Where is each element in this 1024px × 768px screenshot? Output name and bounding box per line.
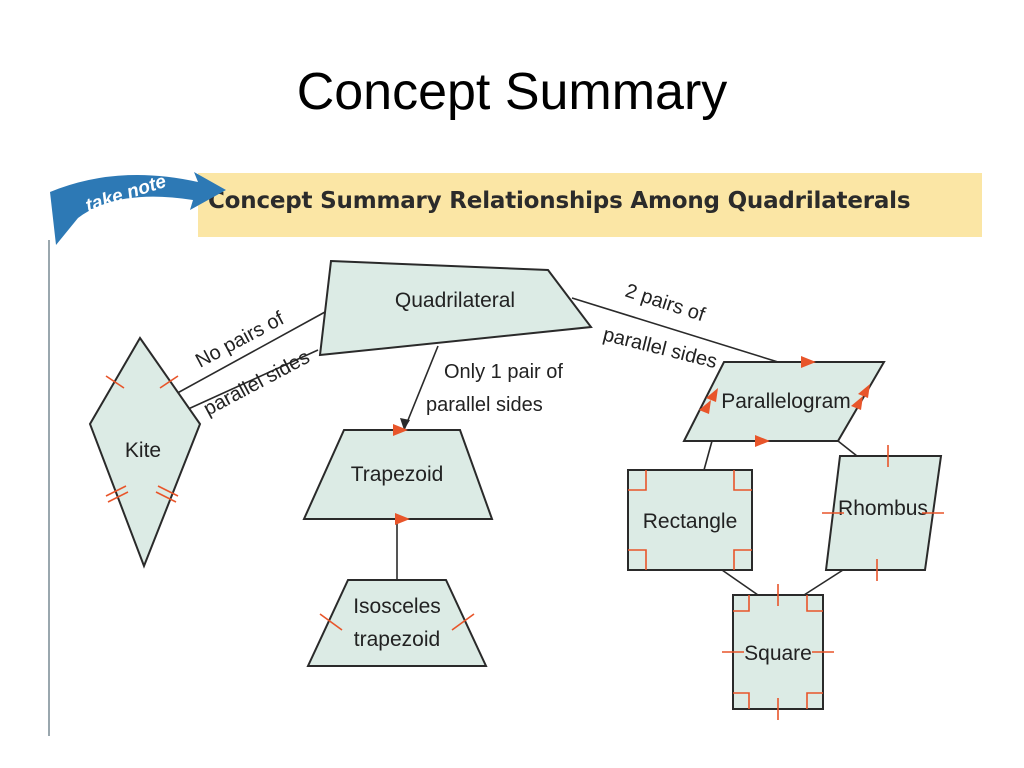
parallel-arrow-icon: [699, 400, 711, 414]
parallel-arrow-icon: [393, 424, 408, 436]
edge-quad-trapezoid: [403, 345, 439, 431]
edge-arrowhead: [400, 418, 410, 430]
edge-quad-parallelogram: [571, 297, 779, 363]
parallelogram-label: Parallelogram: [721, 390, 851, 413]
slide-title: Concept Summary: [296, 63, 728, 121]
parallel-arrow-icon: [858, 384, 870, 398]
parallel-arrow-icon: [755, 435, 770, 447]
take-note-badge: take note: [50, 171, 226, 245]
quadrilateral-label: Quadrilateral: [395, 289, 515, 312]
edge-label-one-pair-line1: Only 1 pair of: [444, 361, 563, 383]
isosceles-label-line2: trapezoid: [354, 628, 440, 651]
parallel-arrow-icon: [851, 396, 863, 410]
rectangle-label: Rectangle: [643, 510, 738, 533]
panel-left-rule: [48, 240, 50, 736]
parallel-arrow-icon: [706, 388, 718, 402]
rhombus-label: Rhombus: [838, 497, 928, 520]
edge-label-two-pairs-line1: 2 pairs of: [622, 280, 707, 326]
edge-label-two-pairs-line2: parallel sides: [601, 324, 720, 374]
concept-summary-heading: Concept Summary Relationships Among Quad…: [208, 188, 911, 214]
rectangle-shape: [627, 469, 753, 571]
rhombus-congruence-marks: [822, 445, 944, 581]
rectangle-right-angle-marks: [628, 470, 752, 570]
kite-label: Kite: [125, 439, 161, 462]
edge-quad-kite: [171, 311, 326, 397]
rhombus-shape: [824, 455, 943, 571]
edge-label-one-pair-line2: parallel sides: [426, 394, 543, 416]
parallel-arrow-icon: [395, 513, 410, 525]
parallel-arrow-icon: [801, 356, 816, 368]
quadrilateral-shape: [318, 259, 593, 357]
isosceles-label-line1: Isosceles: [353, 595, 441, 618]
square-marks: [722, 584, 834, 720]
edge-parallelogram-rhombus: [837, 440, 858, 457]
concept-summary-header: [198, 173, 982, 237]
isosceles-trapezoid-shape: [306, 579, 488, 667]
trapezoid-shape: [302, 429, 494, 520]
parallelogram-shape: [682, 361, 886, 442]
take-note-panel: Concept Summary Relationships Among Quad…: [48, 170, 982, 736]
edge-parallelogram-rectangle: [703, 440, 713, 471]
trapezoid-label: Trapezoid: [351, 463, 444, 486]
square-label: Square: [744, 642, 812, 665]
edge-rectangle-square: [721, 569, 759, 596]
kite-shape: [88, 336, 202, 569]
isosceles-congruence-marks: [319, 613, 475, 631]
kite-congruence-marks: [105, 375, 179, 503]
edge-rhombus-square: [803, 569, 844, 596]
edge-quad-kite: [185, 349, 319, 411]
